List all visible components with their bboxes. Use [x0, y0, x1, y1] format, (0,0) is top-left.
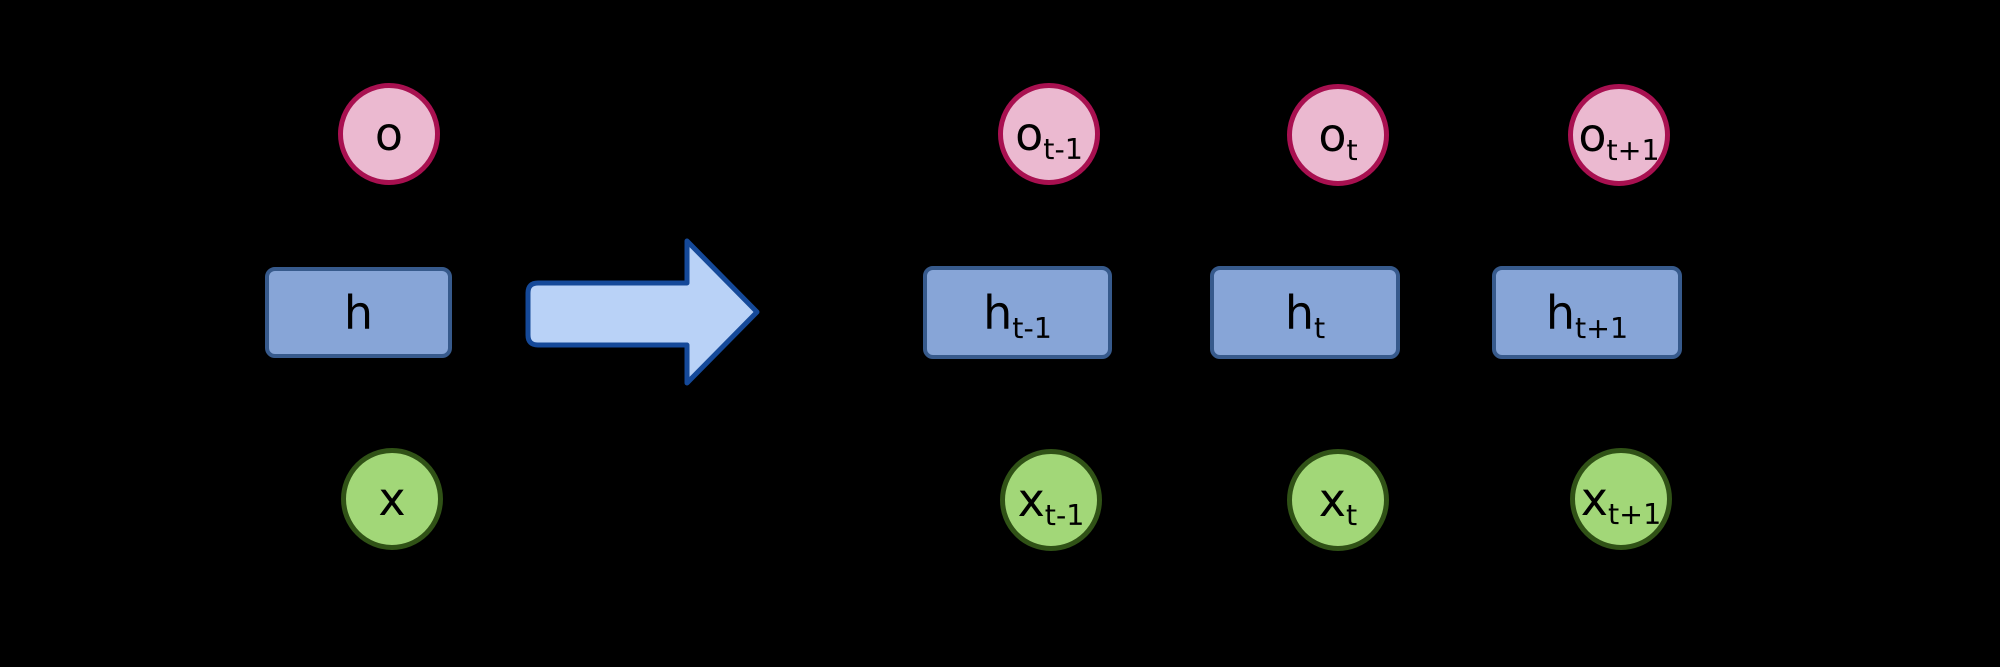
node-label: ot-1	[1015, 111, 1083, 164]
node-label: xt-1	[1018, 477, 1085, 530]
node-label: ot+1	[1578, 112, 1659, 165]
unfold-arrow-icon	[525, 238, 760, 386]
node-label-main: o	[1578, 108, 1607, 162]
node-label: xt+1	[1581, 476, 1661, 529]
unfold-arrow-shape	[525, 238, 760, 386]
input-node-x: x	[341, 448, 443, 550]
node-label-main: h	[1545, 285, 1575, 340]
hidden-state-node-h-t-1: ht-1	[923, 266, 1112, 359]
node-label-sub: t+1	[1574, 311, 1629, 345]
node-label: ht+1	[1546, 290, 1628, 343]
node-label-sub: t	[1346, 134, 1358, 168]
node-label-sub: t+1	[1608, 498, 1662, 532]
node-label-main: o	[1318, 108, 1347, 162]
node-label-main: x	[1017, 473, 1045, 527]
output-node-o: o	[338, 83, 440, 185]
node-label-sub: t-1	[1043, 133, 1083, 167]
hidden-state-node-h-t+1: ht+1	[1492, 266, 1682, 359]
hidden-state-node-h: h	[265, 267, 452, 358]
input-node-x-t+1: xt+1	[1570, 448, 1672, 550]
node-label: ot	[1318, 112, 1357, 165]
node-label-main: h	[983, 285, 1013, 340]
output-node-o-t-1: ot-1	[998, 83, 1100, 185]
input-node-x-t-1: xt-1	[1000, 449, 1102, 551]
node-label: x	[378, 472, 406, 526]
node-label-sub: t-1	[1012, 311, 1052, 345]
node-label: xt	[1319, 477, 1357, 530]
node-label: ht-1	[983, 290, 1052, 343]
node-label: ht	[1285, 290, 1325, 343]
input-node-x-t: xt	[1287, 449, 1389, 551]
hidden-state-node-h-t: ht	[1210, 266, 1400, 359]
node-label-main: x	[1318, 473, 1347, 527]
output-node-o-t+1: ot+1	[1568, 84, 1670, 186]
node-label-main: h	[1284, 285, 1314, 340]
node-label-sub: t-1	[1044, 499, 1085, 533]
node-label-sub: t	[1313, 311, 1326, 345]
node-label: o	[374, 107, 404, 161]
node-label-main: o	[1015, 107, 1044, 161]
node-label-sub: t+1	[1606, 134, 1660, 168]
node-label-sub: t	[1346, 499, 1358, 533]
node-label-main: x	[1580, 472, 1608, 526]
node-label: h	[343, 285, 374, 340]
output-node-o-t: ot	[1287, 84, 1389, 186]
